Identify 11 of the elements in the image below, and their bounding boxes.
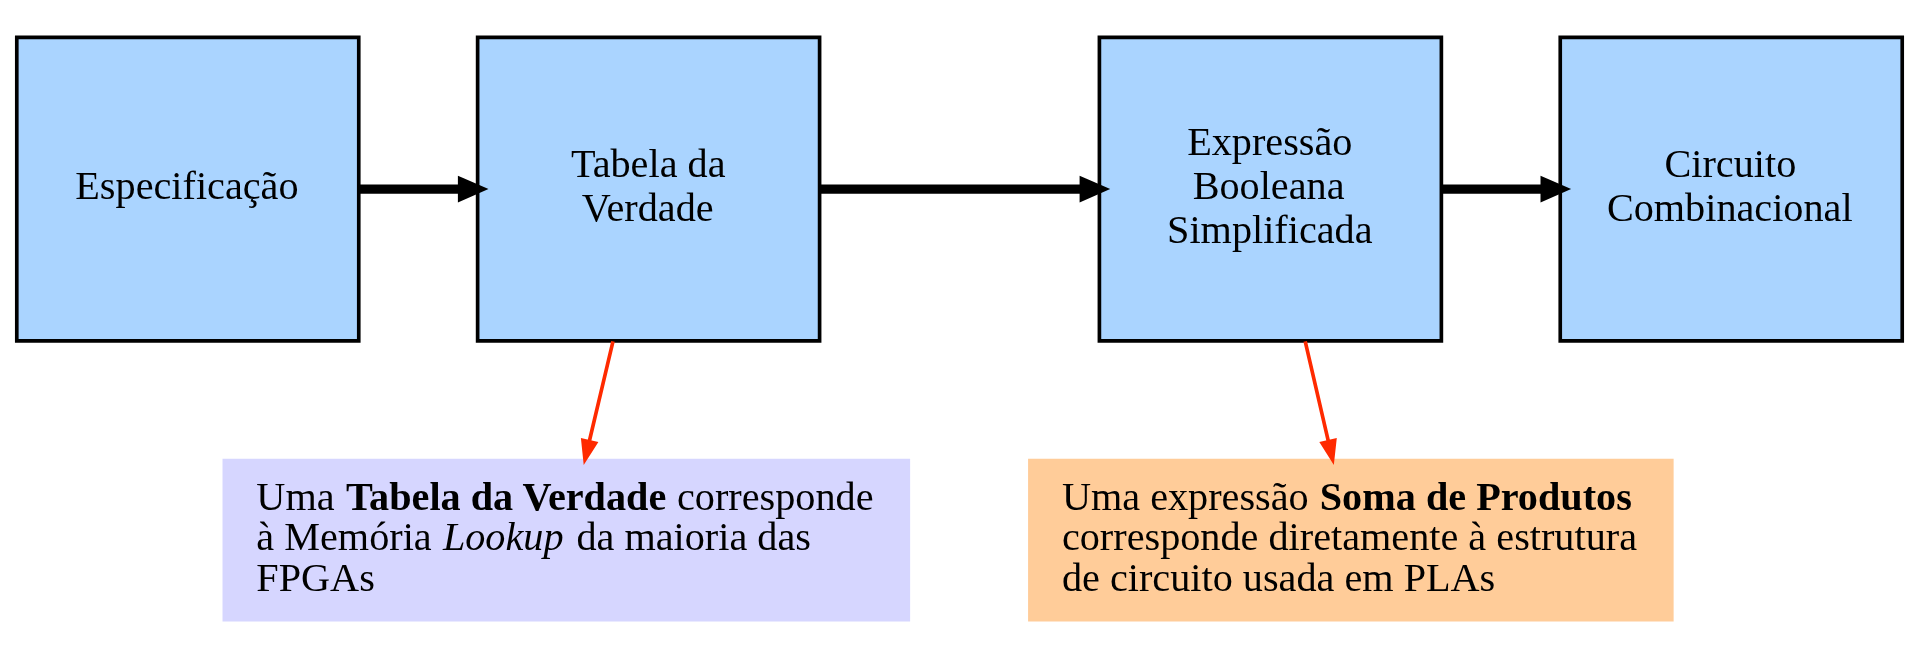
arrow [1441, 175, 1572, 203]
node-box: Uma expressão Soma de Produtos corresponde diretamente à estrutura de circuito usada em PLAs [1028, 458, 1674, 622]
node-box: Uma Tabela da Verdade corresponde à Memória Lookup da maioria das FPGAs [222, 458, 911, 622]
node-box: Especificação [14, 35, 361, 343]
node-box: Circuito Combinacional [1558, 35, 1905, 343]
arrow [358, 175, 489, 203]
arrow [1303, 340, 1337, 465]
arrow [819, 175, 1111, 203]
node-box: Expressão Booleana Simplificada [1097, 35, 1444, 343]
node-box: Tabela da Verdade [475, 35, 822, 343]
arrow [580, 340, 615, 465]
